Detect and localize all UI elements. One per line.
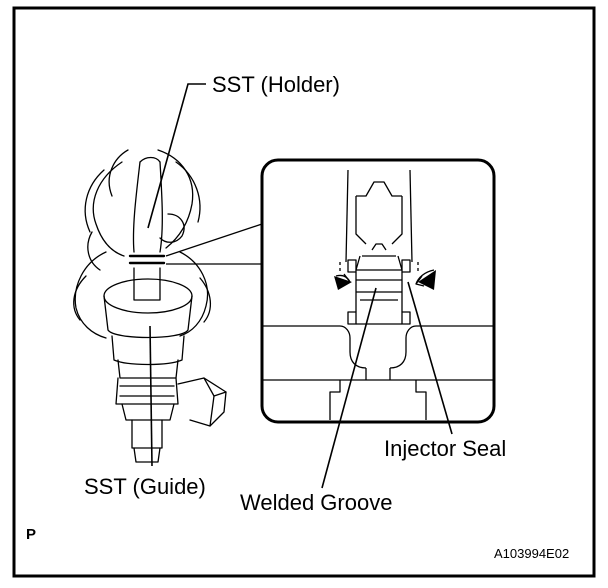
label-sst-holder: SST (Holder) — [212, 72, 340, 97]
seal-arrow-right — [418, 270, 436, 290]
leader-guide — [149, 325, 153, 467]
leader-welded-groove — [321, 287, 377, 489]
leader-injector-seal — [407, 281, 453, 435]
corner-mark: P — [26, 526, 37, 543]
label-sst-guide: SST (Guide) — [84, 474, 206, 499]
seal-arrow-left — [334, 276, 352, 290]
leader-holder — [147, 83, 206, 229]
figure-code: A103994E02 — [494, 546, 570, 561]
callout-connector — [165, 223, 263, 265]
leader-lines — [147, 83, 453, 489]
label-injector-seal: Injector Seal — [384, 436, 507, 461]
detail-callout-box — [260, 158, 496, 424]
hands-and-tool — [73, 149, 227, 463]
detail-drawing — [262, 169, 494, 420]
label-welded-groove: Welded Groove — [240, 490, 393, 515]
outer-frame — [12, 6, 596, 578]
